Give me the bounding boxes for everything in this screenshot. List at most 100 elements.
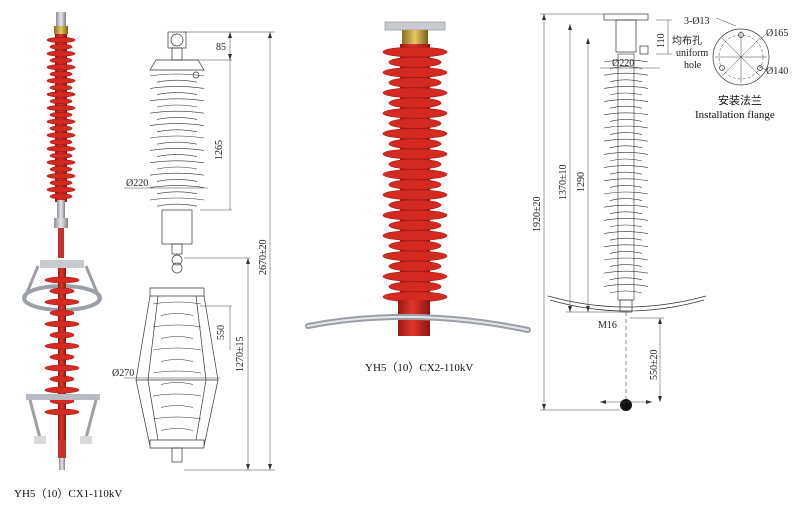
drawing-shed-line (156, 129, 198, 133)
insulator-shed (49, 353, 75, 361)
drawing-shed-line (603, 99, 649, 102)
insulator-shed (44, 298, 80, 306)
insulator-shed (49, 375, 75, 383)
drawing-shed-line (603, 152, 649, 155)
insulator-shed (44, 342, 80, 350)
drawing-shed-line (609, 251, 643, 254)
drawing-shed-line (609, 237, 643, 241)
middle-caption: YH5（10）CX2-110kV (365, 361, 473, 374)
dim-1290: 1290 (576, 172, 587, 192)
drawing-shed-line (603, 191, 649, 195)
dim-1920: 1920±20 (532, 197, 543, 233)
left-caption: YH5（10）CX1-110kV (14, 487, 122, 500)
dim-550-right: 550±20 (649, 350, 660, 381)
dim-2670: 2670±20 (258, 240, 269, 276)
insulator-shed (46, 145, 76, 152)
drawing-shed-line (603, 165, 649, 168)
drawing-shed-line (149, 73, 205, 77)
drawing-shed-line (152, 347, 202, 351)
dim-110: 110 (656, 33, 667, 48)
insulator-shed (388, 281, 442, 292)
insulator-shed (49, 166, 73, 173)
flange-title-en: Installation flange (695, 109, 775, 121)
right-technical-drawing (540, 13, 707, 411)
drawing-shed-line (609, 145, 643, 149)
insulator-shed (49, 331, 75, 339)
insulator-shed (388, 77, 442, 88)
insulator-shed (388, 260, 442, 272)
insulator-shed (44, 408, 80, 416)
drawing-shed-line (609, 132, 643, 135)
dim-d270: Ø270 (112, 368, 134, 379)
drawing-shed-line (152, 393, 202, 397)
drawing-shed-line (156, 154, 198, 157)
insulator-shed (388, 97, 442, 109)
insulator-shed (44, 276, 80, 284)
insulator-shed (382, 67, 448, 78)
flange-holes-label: 3-Ø13 (684, 16, 710, 27)
insulator-shed (382, 250, 448, 262)
drawing-shed-line (156, 203, 198, 207)
insulator-shed (388, 240, 442, 252)
insulator-shed (388, 179, 442, 190)
drawing-shed-line (152, 370, 202, 374)
drawing-shed-line (149, 185, 205, 188)
drawing-shed-line (609, 105, 643, 109)
dim-d220-left: Ø220 (126, 178, 148, 189)
insulator-shed (382, 46, 448, 58)
dim-550-left: 550 (216, 325, 227, 340)
drawing-shed-line (156, 117, 198, 120)
drawing-shed-line (149, 135, 205, 139)
drawing-shed-line (149, 172, 205, 176)
drawing-shed-line (152, 416, 202, 420)
insulator-shed (49, 125, 73, 132)
flange-uniform-en1: uniform (676, 48, 708, 59)
drawing-shed-line (609, 264, 643, 267)
drawing-shed-line (603, 270, 649, 274)
drawing-shed-line (603, 125, 649, 129)
insulator-shed (382, 209, 448, 221)
insulator-shed (49, 287, 75, 295)
drawing-shed-line (603, 59, 649, 63)
insulator-shed (382, 107, 448, 119)
insulator-shed (49, 84, 73, 91)
insulator-shed (388, 220, 442, 231)
insulator-shed (46, 77, 76, 84)
insulator-shed (44, 320, 80, 328)
drawing-shed-line (609, 224, 643, 228)
dim-d220-right: Ø220 (612, 58, 634, 69)
insulator-shed (49, 71, 73, 77)
drawing-shed-line (149, 123, 205, 126)
drawing-shed-line (603, 204, 649, 208)
drawing-shed-line (160, 336, 194, 339)
insulator-shed (46, 64, 76, 71)
insulator-shed (46, 118, 76, 125)
insulator-shed (49, 43, 73, 50)
drawing-shed-line (609, 211, 643, 215)
drawing-shed-line (156, 104, 198, 108)
flange-uniform-cn: 均布孔 (672, 35, 702, 47)
insulator-shed (46, 50, 76, 57)
dim-85: 85 (216, 42, 226, 53)
drawing-shed-line (603, 86, 649, 89)
flange-uniform-en2: hole (684, 60, 702, 71)
installation-flange-detail (712, 17, 770, 86)
insulator-shed (49, 152, 73, 159)
drawing-shed-line (603, 112, 649, 116)
drawing-shed-line (603, 218, 649, 221)
insulator-shed (382, 169, 448, 180)
insulator-shed (49, 309, 75, 317)
dim-1270: 1270±15 (235, 337, 246, 373)
insulator-shed (49, 57, 73, 64)
drawing-shed-line (609, 171, 643, 175)
drawing-shed-line (152, 324, 202, 328)
flange-d165: Ø165 (766, 28, 788, 39)
drawing-shed-line (603, 72, 649, 76)
dim-1265: 1265 (214, 140, 225, 160)
drawing-shed-line (160, 359, 194, 362)
insulator-shed (46, 91, 76, 98)
insulator-shed (49, 139, 73, 145)
middle-arrester-photo (305, 21, 531, 336)
drawing-shed-line (603, 178, 649, 182)
